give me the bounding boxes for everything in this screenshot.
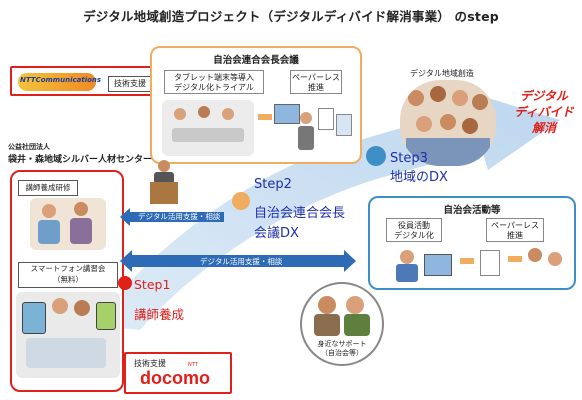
person-icon [318,296,336,314]
smartphone-class-label: スマートフォン講習会 （無料） [18,262,118,288]
person-icon [346,296,364,314]
ntt-logo [18,73,96,91]
paperless-box: ペーパーレス 推進 [486,218,544,242]
presenter-body [298,126,314,150]
step3-label: Step3 [390,151,428,166]
tablet-trial-box: タブレット端末等導入 デジタル化トライアル [164,70,264,94]
person-icon [42,204,56,218]
person-icon [52,298,68,314]
digital-divide-line3: 解消 [531,121,556,135]
crowd-illustration [400,80,496,166]
person-icon [222,108,234,120]
nearby-support-circle: 身近なサポート （自治会等） [300,282,384,366]
support-arrow-double-label: デジタル活用支援・相談 [200,257,283,266]
person-body [344,314,370,336]
step3-description: 地域のDX [390,170,448,185]
digital-area-label: デジタル地域創造 [410,69,474,78]
screen-icon [274,104,300,124]
docomo-logo: docomo [140,368,210,388]
step1-dot [118,276,132,290]
digital-divide-text: デジタル ディバイド 解消 [512,88,576,136]
presenter-icon [300,112,312,124]
step1-label: Step1 [134,277,171,292]
paperless-box: ペーパーレス 推進 [290,70,342,94]
digital-divide-line2: ディバイド [514,105,574,119]
training-label: 講師養成研修 [18,180,78,196]
document-icon [318,108,334,130]
person-body [38,220,60,244]
person-body [314,314,340,336]
person-icon [74,300,90,316]
person-icon [400,250,414,264]
ntt-communications-panel: NTTCommunications 技術支援 [10,66,156,96]
monitor-icon [424,254,452,276]
org-name: 袋井・森地域シルバー人材センター [8,155,153,165]
step2-description: 自治会連合会長 会議DX [254,206,346,241]
meeting-table [172,128,244,142]
person-body [396,264,418,282]
person-icon [74,202,88,216]
docomo-panel: 技術支援 NTT docomo [124,352,232,394]
orange-arrow-icon [258,114,272,120]
step1-description: 講師養成 [134,307,185,322]
smartphone-icon [22,302,46,334]
community-activity-panel: 自治会活動等 役員活動 デジタル化 ペーパーレス 推進 [368,196,576,290]
docomo-ntt-small: NTT [188,362,198,368]
step3-dot [366,146,386,166]
support-arrow-left [120,208,224,226]
person-icon [174,108,186,120]
orange-arrow-icon [460,258,474,264]
ntt-logo-text: NTTCommunications [20,76,102,84]
digital-divide-line1: デジタル [520,89,568,103]
step2-label: Step2 [254,177,292,192]
council-title: 自治会連合会長会議 [213,55,299,66]
silver-center-panel: 講師養成研修 スマートフォン講習会 （無料） [10,170,124,392]
council-meeting-panel: 自治会連合会長会議 タブレット端末等導入 デジタル化トライアル ペーパーレス 推… [150,46,362,164]
speaker-illustration [150,160,178,204]
smartphone-icon [96,302,116,330]
person-icon [548,252,562,266]
desk-illustration [26,338,106,368]
document-icon [480,250,500,276]
person-icon [198,106,210,118]
person-icon [528,248,542,262]
org-type: 公益社団法人 [8,143,50,151]
support-arrow-double [120,250,356,272]
ntt-support-label: 技術支援 [108,76,152,92]
person-body [70,218,92,244]
step2-dot [232,192,250,210]
nearby-support-label: 身近なサポート （自治会等） [317,340,367,357]
activity-title: 自治会活動等 [443,205,501,216]
tablet-icon [336,114,352,136]
officer-digitization-box: 役員活動 デジタル化 [386,218,442,242]
orange-arrow-icon [508,256,522,262]
support-arrow-left-label: デジタル活用支援・相談 [138,212,221,221]
page-title: デジタル地域創造プロジェクト（デジタルディバイド解消事業） のstep [83,9,499,24]
docomo-support-label: 技術支援 [134,359,166,368]
